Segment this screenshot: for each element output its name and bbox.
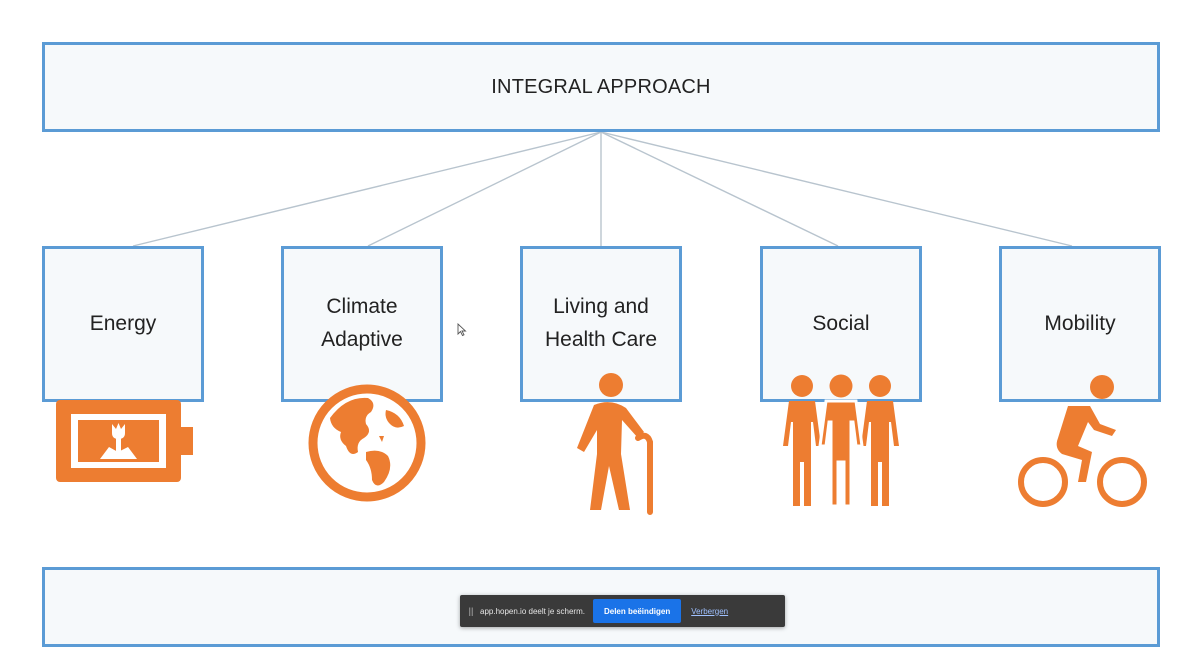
category-box-living-health-care: Living and Health Care [520, 246, 682, 402]
integral-approach-box: INTEGRAL APPROACH [42, 42, 1160, 132]
group-people-icon [783, 374, 899, 508]
category-box-climate-adaptive: Climate Adaptive [281, 246, 443, 402]
stop-sharing-button[interactable]: Delen beëindigen [592, 599, 682, 623]
category-label: Social [812, 311, 870, 335]
category-label-line-2: Health Care [544, 328, 658, 351]
category-label-line-1: Climate [326, 295, 398, 319]
diagram-title: INTEGRAL APPROACH [491, 75, 711, 98]
cyclist-icon [1018, 375, 1147, 507]
connector-mobility [600, 131, 1073, 247]
elderly-person-cane-icon [577, 373, 653, 515]
battery-plant-icon [56, 400, 193, 482]
category-label-line-1: Living and [553, 295, 649, 319]
hide-link[interactable]: Verbergen [691, 606, 729, 616]
category-label-line-2: Adaptive [321, 328, 403, 351]
mouse-cursor-icon [457, 323, 467, 337]
category-box-energy: Energy [42, 246, 204, 402]
screen-share-notification-bar: || app.hopen.io deelt je scherm. Delen b… [460, 595, 785, 627]
drag-handle-icon[interactable]: || [468, 606, 474, 616]
connector-energy [132, 131, 602, 247]
category-box-mobility: Mobility [999, 246, 1161, 402]
connector-climate-adaptive [367, 131, 602, 247]
globe-icon [308, 384, 426, 502]
share-message: app.hopen.io deelt je scherm. [480, 606, 585, 616]
category-label: Mobility [1044, 311, 1116, 335]
connector-social [600, 131, 839, 247]
category-label: Energy [89, 311, 157, 335]
